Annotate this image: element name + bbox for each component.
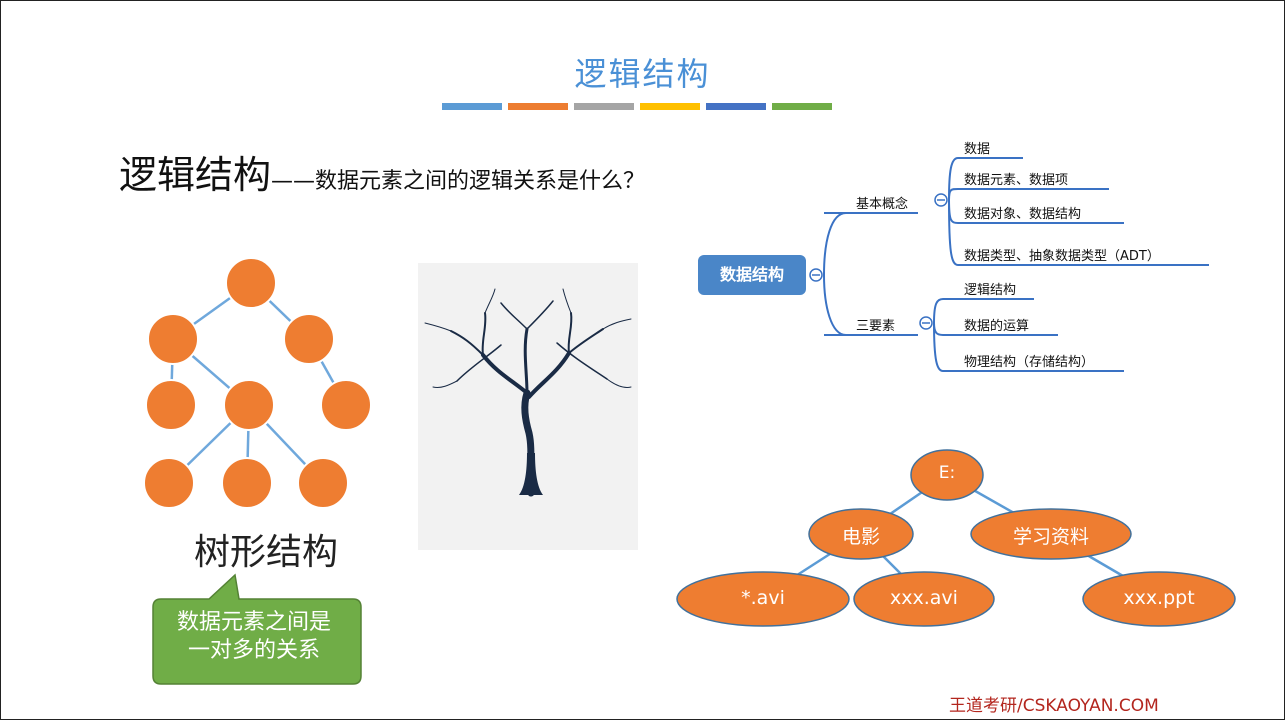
mindmap-leaf: 数据: [964, 142, 991, 157]
callout-line: 一对多的关系: [187, 638, 320, 663]
mindmap-leaf: 数据的运算: [964, 319, 1030, 334]
tree-node: [225, 257, 277, 309]
mindmap-leaf: 数据元素、数据项: [964, 173, 1069, 188]
color-bar: [640, 103, 700, 110]
file-node: [853, 571, 995, 627]
tree-node: [297, 457, 349, 509]
color-bar: [706, 103, 766, 110]
file-node: [808, 508, 914, 560]
file-node: [1082, 571, 1236, 627]
mindmap-leaf: 逻辑结构: [964, 283, 1017, 298]
tree-node: [283, 313, 335, 365]
mindmap-branch: 三要素: [856, 319, 896, 334]
mindmap-lines: [823, 157, 1209, 372]
callout-line: 数据元素之间是: [176, 610, 331, 635]
slide-title: 逻辑结构: [574, 55, 711, 93]
tree-node: [143, 457, 195, 509]
mindmap-leaf: 数据类型、抽象数据类型（ADT）: [964, 249, 1160, 264]
mindmap-root: 数据结构: [719, 265, 784, 284]
footer-brand: 王道考研/CSKAOYAN.COM: [949, 696, 1159, 716]
callout-bubble: [152, 573, 362, 685]
mindmap-leaf: 物理结构（存储结构）: [964, 355, 1095, 370]
title-color-bars: [442, 103, 832, 110]
mindmap-branch: 基本概念: [856, 197, 909, 212]
color-bar: [772, 103, 832, 110]
file-folder-label: 电影: [841, 526, 880, 548]
heading-main: 逻辑结构: [119, 153, 272, 197]
mindmap-root-box: [698, 255, 806, 295]
file-folder-label: 学习资料: [1012, 526, 1089, 548]
color-bar: [442, 103, 502, 110]
tree-node: [221, 457, 273, 509]
mindmap-leaf: 数据对象、数据结构: [964, 207, 1082, 222]
tree-node: [320, 379, 372, 431]
color-bar: [574, 103, 634, 110]
file-root-label: E:: [938, 463, 956, 483]
file-leaf-label: *.avi: [741, 587, 785, 609]
tree-structure-label: 树形结构: [193, 532, 338, 573]
file-node-root: [910, 449, 984, 501]
heading-dash: ——: [271, 169, 316, 194]
file-leaf-label: xxx.avi: [890, 587, 958, 609]
section-heading: 逻辑结构——数据元素之间的逻辑关系是什么？: [119, 144, 645, 199]
heading-question: 数据元素之间的逻辑关系是什么？: [315, 169, 646, 194]
file-leaf-label: xxx.ppt: [1123, 587, 1195, 609]
file-node: [676, 571, 850, 627]
tree-node: [145, 379, 197, 431]
color-bar: [508, 103, 568, 110]
tree-photo: [418, 263, 638, 550]
file-node: [970, 508, 1132, 560]
tree-node: [147, 313, 199, 365]
tree-node: [223, 379, 275, 431]
callout-text: 数据元素之间是 一对多的关系: [153, 609, 355, 665]
